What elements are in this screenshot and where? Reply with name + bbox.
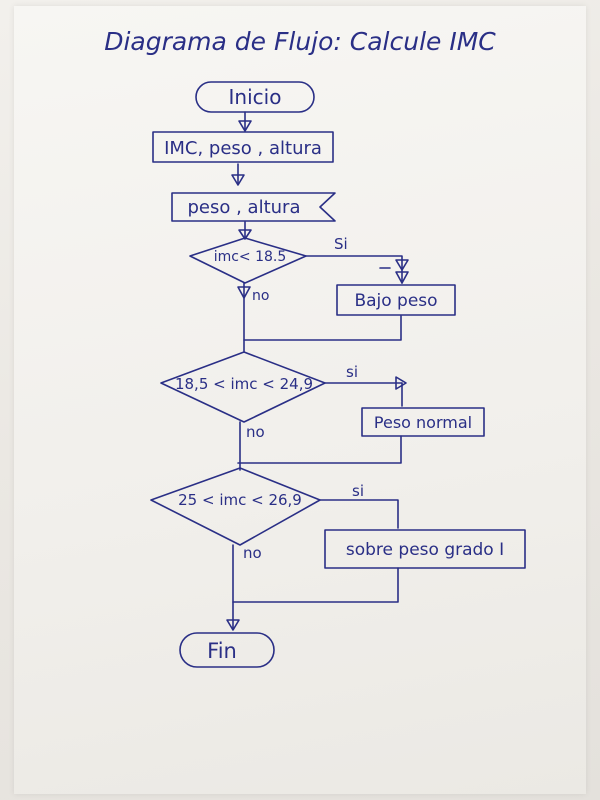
decision2-yes-label: si: [346, 363, 358, 381]
diagram-title: Diagrama de Flujo: Calcule IMC: [104, 27, 496, 56]
decision3-no-label: no: [243, 544, 262, 562]
declare-process-box: IMC, peso , altura: [152, 131, 334, 163]
decision1-no-label: no: [252, 288, 269, 304]
end-terminal: Fin: [179, 632, 275, 668]
edge-process1-return: [243, 315, 402, 341]
edge-decision1-yes: [305, 255, 403, 269]
decision3-label: 25 < imc < 26,9: [178, 491, 302, 509]
decision1-yes-label: Si: [334, 235, 348, 253]
arrowhead-icon: [226, 619, 240, 631]
decision1-diamond: imc< 18.5: [189, 237, 307, 284]
arrowhead-icon: [395, 271, 409, 284]
arrowhead-icon: [231, 174, 245, 186]
decision3-yes-label: si: [352, 482, 364, 500]
decision3-diamond: 25 < imc < 26,9: [150, 467, 321, 546]
paper-sheet: [14, 6, 586, 794]
process2-box: Peso normal: [361, 407, 485, 437]
declare-label: IMC, peso , altura: [164, 138, 322, 159]
start-terminal: Inicio: [195, 81, 315, 113]
input-data-shape: peso , altura: [171, 192, 336, 222]
arrowhead-icon: [238, 229, 252, 240]
process3-box: sobre peso grado I: [324, 529, 526, 569]
decision2-label: 18,5 < imc < 24,9: [175, 375, 313, 393]
edge-decision3-yes: [319, 499, 399, 529]
process2-label: Peso normal: [374, 413, 472, 432]
decision2-diamond: 18,5 < imc < 24,9: [160, 351, 326, 423]
process1-box: Bajo peso: [336, 284, 456, 316]
start-label: Inicio: [229, 85, 282, 109]
edge-process3-return: [232, 567, 399, 603]
decision2-no-label: no: [246, 423, 265, 441]
arrowhead-icon: [395, 259, 409, 271]
arrowhead-icon: [238, 120, 252, 132]
arrowhead-icon: [395, 376, 407, 390]
end-label: Fin: [207, 639, 237, 663]
process1-label: Bajo peso: [354, 291, 437, 311]
arrowhead-icon: [237, 286, 251, 299]
decision1-label: imc< 18.5: [214, 249, 287, 265]
process3-label: sobre peso grado I: [346, 540, 504, 560]
input-label: peso , altura: [188, 197, 301, 218]
edge-process2-return: [237, 435, 402, 464]
